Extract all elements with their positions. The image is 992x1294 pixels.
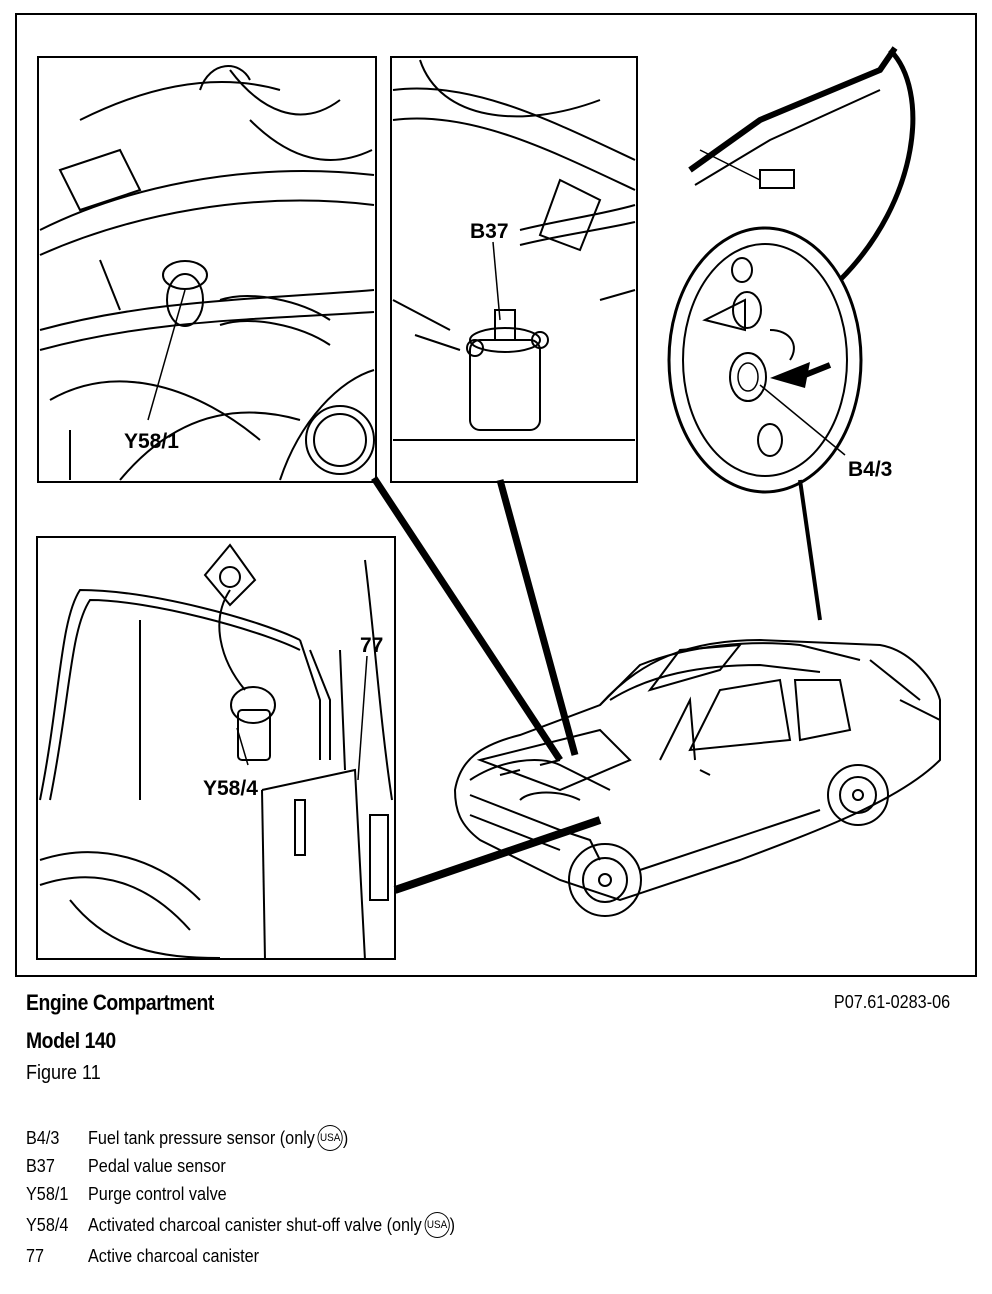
legend-code: Y58/1 [26, 1183, 69, 1204]
legend: B4/3 Fuel tank pressure sensor (only USA… [26, 1124, 726, 1270]
car-illustration [453, 638, 941, 917]
callout-77: 77 [360, 634, 383, 657]
legend-item: B4/3 Fuel tank pressure sensor (only USA… [26, 1124, 726, 1152]
usa-badge-icon: USA [317, 1125, 343, 1151]
usa-badge-icon: USA [424, 1212, 450, 1238]
legend-item: Y58/1 Purge control valve [26, 1180, 726, 1208]
caption-model: Model 140 [26, 1028, 116, 1053]
legend-description: Activated charcoal canister shut-off val… [88, 1214, 422, 1235]
caption-figure-label: Figure 11 [26, 1062, 101, 1084]
legend-description: Active charcoal canister [88, 1245, 260, 1266]
panel-pedal-sensor: B37 [390, 56, 638, 483]
legend-description: Pedal value sensor [88, 1155, 226, 1176]
panel-purge-valve: Y58/1 [37, 56, 377, 483]
figure-reference: P07.61-0283-06 [833, 992, 950, 1012]
figure-frame [15, 13, 977, 977]
engine-compartment-diagram: Y58/1 B37 [15, 13, 977, 977]
callout-b37: B37 [470, 220, 509, 243]
caption-title: Engine Compartment [26, 990, 214, 1015]
legend-description: Purge control valve [88, 1183, 227, 1204]
legend-description: Fuel tank pressure sensor (only [88, 1127, 315, 1148]
callout-y58-1: Y58/1 [124, 430, 179, 453]
callout-b4-3: B4/3 [848, 458, 892, 481]
legend-item: 77 Active charcoal canister [26, 1242, 726, 1270]
panel-charcoal-canister: 77 Y58/4 [36, 536, 396, 961]
pointer-lines [371, 476, 822, 894]
legend-code: B4/3 [26, 1127, 60, 1148]
callout-y58-4: Y58/4 [203, 777, 258, 800]
legend-code: 77 [26, 1245, 45, 1266]
legend-code: Y58/4 [26, 1214, 69, 1235]
panel-fuel-tank-sensor: B4/3 [667, 46, 916, 494]
legend-suffix: ) [449, 1214, 456, 1235]
legend-item: Y58/4 Activated charcoal canister shut-o… [26, 1208, 726, 1242]
legend-item: B37 Pedal value sensor [26, 1152, 726, 1180]
legend-code: B37 [26, 1155, 55, 1176]
legend-suffix: ) [342, 1127, 349, 1148]
